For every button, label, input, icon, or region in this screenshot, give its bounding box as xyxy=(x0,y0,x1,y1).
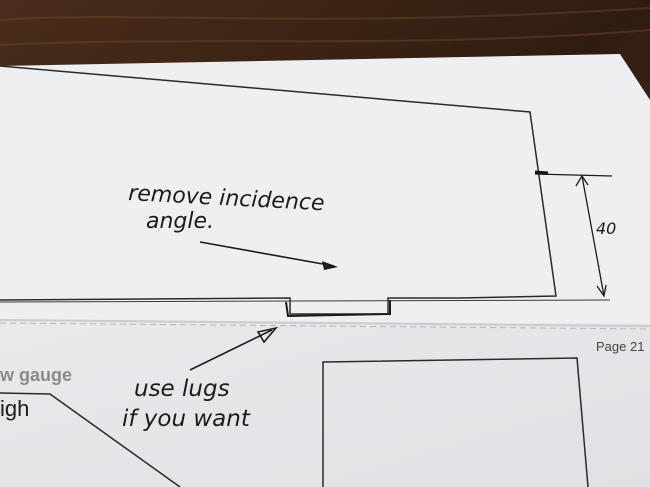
dimension-line xyxy=(581,175,605,297)
lug-notch-sketch xyxy=(285,300,391,318)
dimension-tick-top-mark xyxy=(534,170,549,175)
arrow-to-lugs xyxy=(189,329,273,371)
upper-paper-sheet xyxy=(0,54,650,324)
sheet-fold-shadow xyxy=(0,322,650,330)
template-baseline xyxy=(0,299,611,303)
partial-word: igh xyxy=(0,396,29,421)
printed-rectangle xyxy=(322,357,589,487)
gauge-label: w gauge xyxy=(0,365,72,385)
note-if-you-want: if you want xyxy=(122,406,251,432)
arrow-to-template-head xyxy=(322,261,338,270)
arrow-to-lugs-head xyxy=(256,326,279,344)
dimension-arrow-top xyxy=(575,174,589,187)
dimension-value: 40 xyxy=(596,219,616,238)
page-number: Page 21 xyxy=(596,339,644,354)
dimension-arrow-bottom xyxy=(596,284,607,298)
sheet-edge xyxy=(0,319,650,327)
arrow-to-template xyxy=(199,241,335,267)
wood-grain xyxy=(0,7,650,46)
printed-label-box xyxy=(0,392,181,487)
note-use-lugs: use lugs xyxy=(134,376,230,402)
lower-paper-sheet xyxy=(0,300,650,487)
note-angle: angle. xyxy=(146,209,214,234)
